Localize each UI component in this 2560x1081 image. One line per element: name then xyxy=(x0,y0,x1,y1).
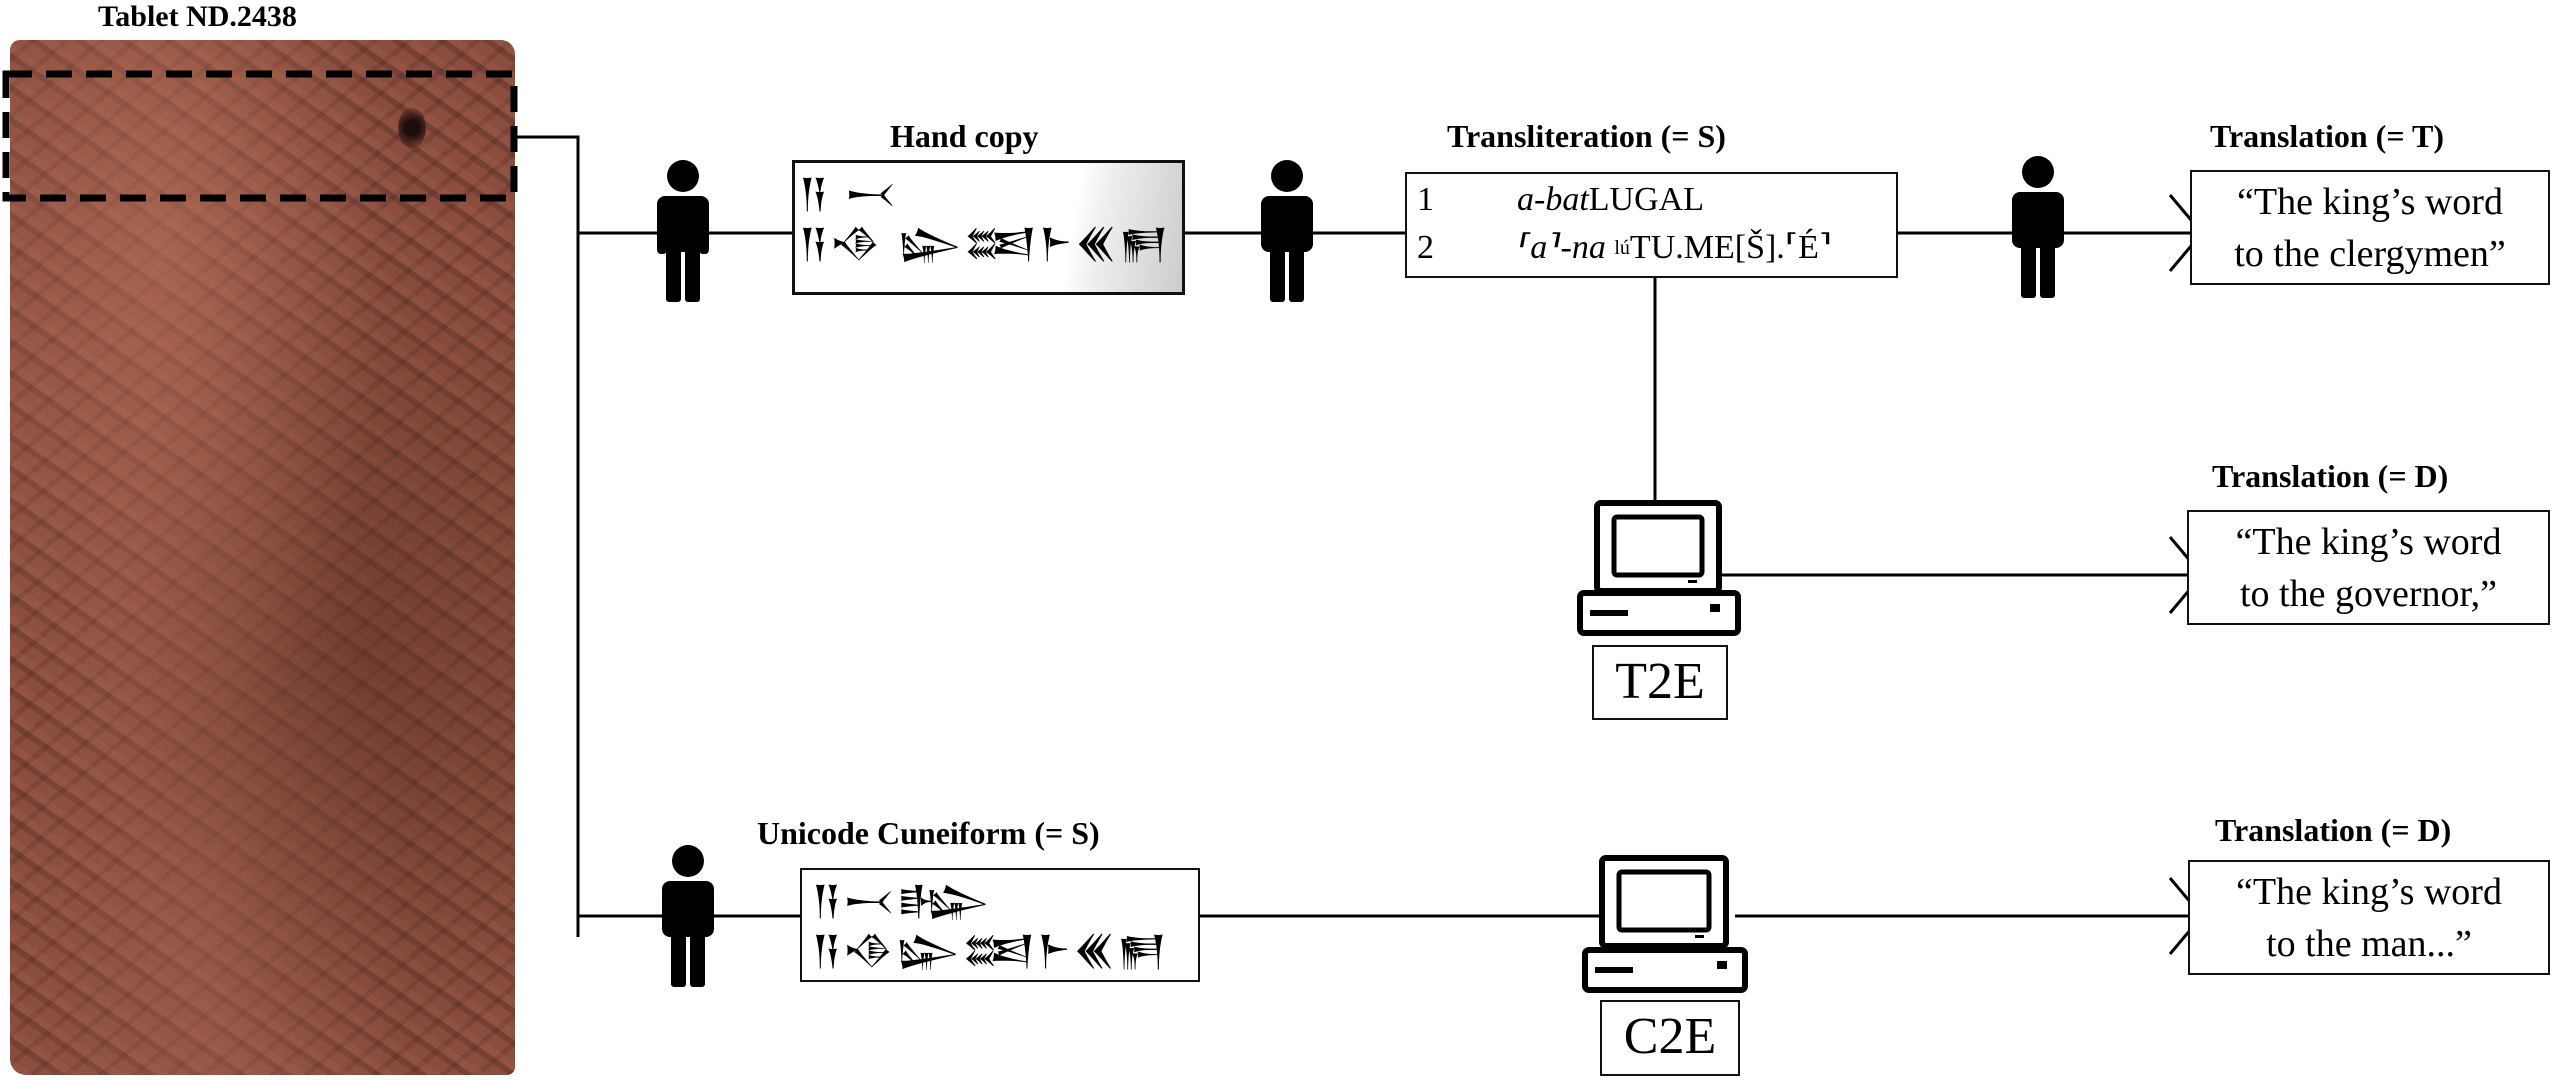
transliteration-title: Transliteration (= S) xyxy=(1447,118,1726,154)
computer-icon xyxy=(1577,500,1741,636)
tablet-title: Tablet ND.2438 xyxy=(98,0,297,33)
translation-line: to the man...” xyxy=(2266,923,2472,965)
person-icon xyxy=(662,845,714,987)
line-number: 1 xyxy=(1417,181,1434,218)
cuneiform-line: 𒀀𒈾𒇽𒌅𒈨𒌍𒂍 xyxy=(812,928,1169,974)
translation-line: “The king’s word xyxy=(2236,871,2502,913)
translation-d-box: “The king’s word to the man...” xyxy=(2188,860,2550,975)
translation-line: to the governor,” xyxy=(2239,573,2497,615)
logogram: TU.ME[Š].⸢É⸣ xyxy=(1629,229,1833,266)
connector-tablet xyxy=(514,135,580,937)
tablet-hole xyxy=(398,108,426,148)
translation-d-title: Translation (= D) xyxy=(2212,458,2449,494)
translation-line: “The king’s word xyxy=(2235,521,2502,563)
translation-t-box: “The king’s word to the clergymen” xyxy=(2190,170,2550,285)
translation-d-title: Translation (= D) xyxy=(2215,812,2452,848)
person-icon xyxy=(1261,160,1313,302)
determinative: lú xyxy=(1614,237,1630,259)
tablet-photo xyxy=(10,40,515,1075)
translation-line: to the clergymen” xyxy=(2234,233,2506,275)
unicode-cuneiform-title: Unicode Cuneiform (= S) xyxy=(757,815,1100,851)
c2e-label: C2E xyxy=(1600,1000,1740,1076)
akkadian-word: a-bat xyxy=(1517,181,1589,218)
translation-line: “The king’s word xyxy=(2237,181,2503,223)
cuneiform-line: 𒀀𒁁𒈗 xyxy=(812,878,992,924)
highlight-dashed-box xyxy=(2,70,518,202)
person-icon xyxy=(657,160,709,302)
unicode-cuneiform-box: 𒀀𒁁𒈗 𒀀𒈾𒇽𒌅𒈨𒌍𒂍 xyxy=(800,868,1200,982)
akkadian-word: ⸢a⸣-na xyxy=(1517,229,1606,266)
logogram: LUGAL xyxy=(1588,181,1704,218)
person-icon xyxy=(2012,156,2064,298)
hand-copy-line: 𒀀 𒁁 xyxy=(799,171,899,217)
translation-t-title: Translation (= T) xyxy=(2210,118,2444,154)
hand-copy-image: 𒀀 𒁁 𒀀𒈾 𒇽𒌅𒈨𒌍𒂍 xyxy=(792,160,1185,295)
t2e-label: T2E xyxy=(1592,645,1728,720)
hand-copy-title: Hand copy xyxy=(890,118,1039,154)
computer-icon xyxy=(1582,855,1748,993)
line-number: 2 xyxy=(1417,229,1434,266)
hand-copy-line: 𒀀𒈾 𒇽𒌅𒈨𒌍𒂍 xyxy=(799,221,1171,267)
transliteration-line: 1 a-bat LUGAL xyxy=(1407,176,1896,224)
translation-d-box: “The king’s word to the governor,” xyxy=(2187,510,2550,625)
